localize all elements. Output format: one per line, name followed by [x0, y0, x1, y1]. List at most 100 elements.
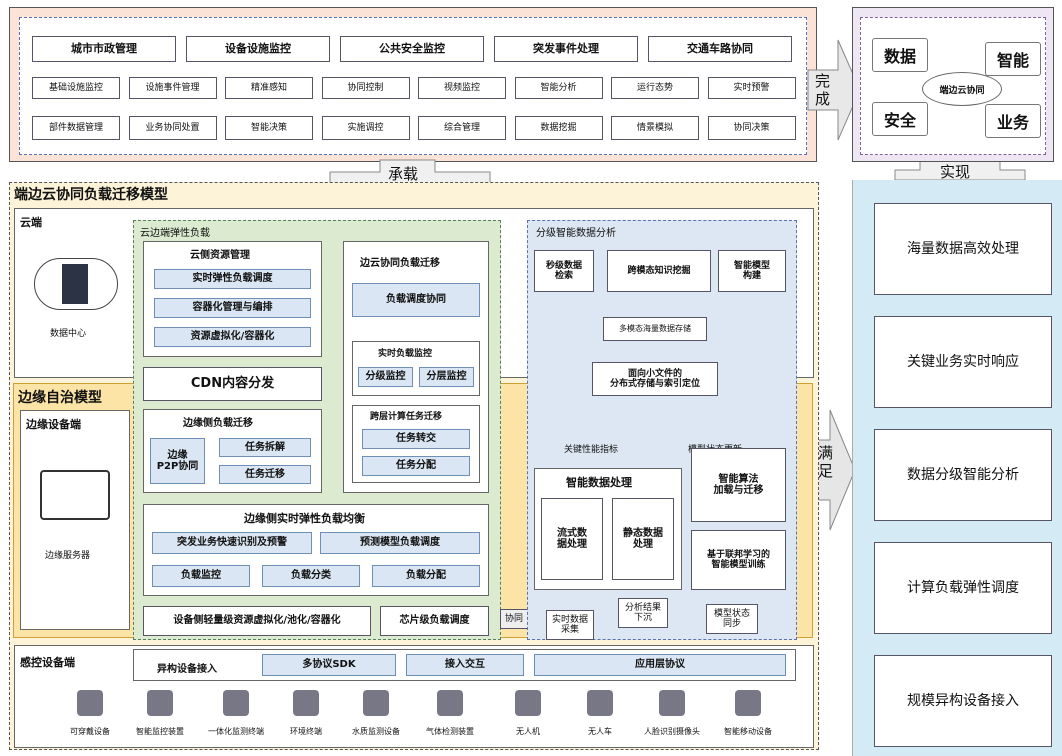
- access-box: 接入交互: [406, 654, 524, 676]
- top-row2-item: 协同控制: [321, 77, 410, 99]
- cross-title: 跨层计算任务迁移: [370, 412, 443, 422]
- device-label: 智能移动设备: [724, 727, 772, 736]
- device-label: 人脸识别摄像头: [644, 727, 700, 736]
- device-label: 无人机: [516, 727, 540, 736]
- sensing-label: 感控设备端: [20, 656, 75, 669]
- device-label: 可穿戴设备: [70, 727, 110, 736]
- top-row1-item: 突发事件处理: [494, 36, 638, 62]
- device-icon: [735, 690, 761, 716]
- hetero-label: 异构设备接入: [157, 664, 217, 675]
- analysis-algo: 智能算法 加载与迁移: [691, 448, 786, 522]
- goal-box: 海量数据高效处理: [874, 203, 1052, 295]
- proto-box: 应用层协议: [534, 654, 786, 676]
- device-icon: [77, 690, 103, 716]
- edge-model-title: 边缘自治模型: [18, 390, 102, 406]
- device-icon: [147, 690, 173, 716]
- top-row1-item: 公共安全监控: [340, 36, 484, 62]
- edge-migrate-item-1: 任务拆解: [219, 438, 311, 457]
- model-title: 端边云协同负载迁移模型: [14, 187, 168, 203]
- goal-box: 计算负载弹性调度: [874, 542, 1052, 634]
- top-row3-item: 情景模拟: [611, 116, 699, 140]
- proc-title: 智能数据处理: [566, 476, 632, 489]
- cdn-box: CDN内容分发: [143, 367, 322, 401]
- arrow-label-chengzai: 承载: [388, 165, 419, 183]
- arrow-label-wancheng: 完 成: [815, 72, 831, 108]
- analysis-title: 分级智能数据分析: [536, 228, 616, 239]
- datacenter-label: 数据中心: [50, 329, 87, 339]
- resource-item-2: 容器化管理与编排: [154, 298, 311, 318]
- device-virt-box: 设备侧轻量级资源虚拟化/池化/容器化: [143, 606, 371, 636]
- resource-item-3: 资源虚拟化/容器化: [154, 327, 311, 347]
- monitor-item-1: 分级监控: [358, 367, 413, 387]
- edge-p2p: 边缘 P2P协同: [150, 438, 205, 484]
- top-row2-item: 基础设施监控: [32, 77, 120, 99]
- collab-center-cloud: 端边云协同: [922, 72, 1002, 106]
- device-label: 一体化监测终端: [208, 727, 264, 736]
- cross-item-2: 任务分配: [362, 456, 470, 476]
- device-icon: [223, 690, 249, 716]
- edge-device-panel: [20, 410, 130, 630]
- resource-item-1: 实时弹性负载调度: [154, 269, 311, 289]
- device-icon: [437, 690, 463, 716]
- collab-intelligence: 智能: [985, 42, 1041, 76]
- analysis-store: 多模态海量数据存储: [603, 317, 707, 341]
- analysis-fed: 基于联邦学习的 智能模型训练: [691, 530, 786, 590]
- collab-data: 数据: [872, 38, 928, 72]
- migrate-sched: 负载调度协同: [352, 283, 480, 317]
- balance-item-3: 负载监控: [152, 565, 250, 587]
- top-row3-item: 业务协同处置: [128, 116, 217, 140]
- monitor-panel: [352, 341, 480, 396]
- collab-business: 业务: [985, 104, 1041, 138]
- analysis-bottom-3: 模型状态 同步: [706, 604, 758, 634]
- edge-device-label: 边缘设备端: [26, 418, 81, 431]
- top-row3-item: 综合管理: [418, 116, 506, 140]
- collab-center-label: 端边云协同: [939, 85, 985, 96]
- server-rack-icon: [62, 264, 88, 304]
- top-row1-item: 城市市政管理: [32, 36, 176, 62]
- arrow-label-shixian: 实现: [940, 163, 971, 181]
- proc-static: 静态数据 处理: [612, 498, 674, 580]
- device-icon: [363, 690, 389, 716]
- elastic-title: 云边端弹性负载: [140, 228, 210, 239]
- device-label: 无人车: [588, 727, 612, 736]
- top-row3-item: 部件数据管理: [32, 116, 120, 140]
- monitor-item-2: 分层监控: [419, 367, 474, 387]
- edge-server-icon: [40, 470, 110, 520]
- top-row3-item: 实施调控: [321, 116, 410, 140]
- device-label: 环境终端: [290, 727, 322, 736]
- top-row3-item: 协同决策: [707, 116, 796, 140]
- analysis-top-2: 跨模态知识挖掘: [607, 250, 711, 292]
- device-label: 水质监测设备: [352, 727, 400, 736]
- edge-server-label: 边缘服务器: [45, 551, 91, 561]
- edge-migrate-title: 边缘侧负载迁移: [183, 418, 253, 429]
- resource-title: 云侧资源管理: [190, 250, 250, 261]
- cross-panel: [352, 405, 480, 483]
- analysis-bottom-2: 分析结果 下沉: [618, 598, 668, 628]
- balance-item-4: 负载分类: [262, 565, 360, 587]
- device-icon: [587, 690, 613, 716]
- top-row2-item: 实时预警: [707, 77, 796, 99]
- device-icon: [515, 690, 541, 716]
- goal-box: 关键业务实时响应: [874, 316, 1052, 408]
- balance-item-5: 负载分配: [372, 565, 480, 587]
- monitor-title: 实时负载监控: [378, 349, 433, 359]
- top-row1-item: 交通车路协同: [648, 36, 792, 62]
- analysis-top-3: 智能模型 构建: [718, 250, 786, 292]
- top-row2-item: 设施事件管理: [128, 77, 217, 99]
- balance-item-1: 突发业务快速识别及预警: [152, 532, 312, 554]
- proc-stream: 流式数 据处理: [541, 498, 603, 580]
- analysis-top-1: 秒级数据 检索: [534, 250, 594, 292]
- sdk-box: 多协议SDK: [262, 654, 396, 676]
- top-row3-item: 数据挖掘: [514, 116, 603, 140]
- edge-migrate-item-2: 任务迁移: [219, 465, 311, 484]
- device-label: 智能监控装置: [136, 727, 184, 736]
- top-row2-item: 运行态势: [611, 77, 699, 99]
- migrate-title: 边云协同负载迁移: [360, 258, 440, 269]
- device-icon: [293, 690, 319, 716]
- device-label: 气体检测装置: [426, 727, 474, 736]
- chip-box: 芯片级负载调度: [380, 606, 489, 636]
- analysis-kpi: 关键性能指标: [564, 445, 619, 455]
- top-row2-item: 精准感知: [225, 77, 313, 99]
- xietong-label: 协同: [500, 609, 528, 629]
- balance-item-2: 预测模型负载调度: [320, 532, 480, 554]
